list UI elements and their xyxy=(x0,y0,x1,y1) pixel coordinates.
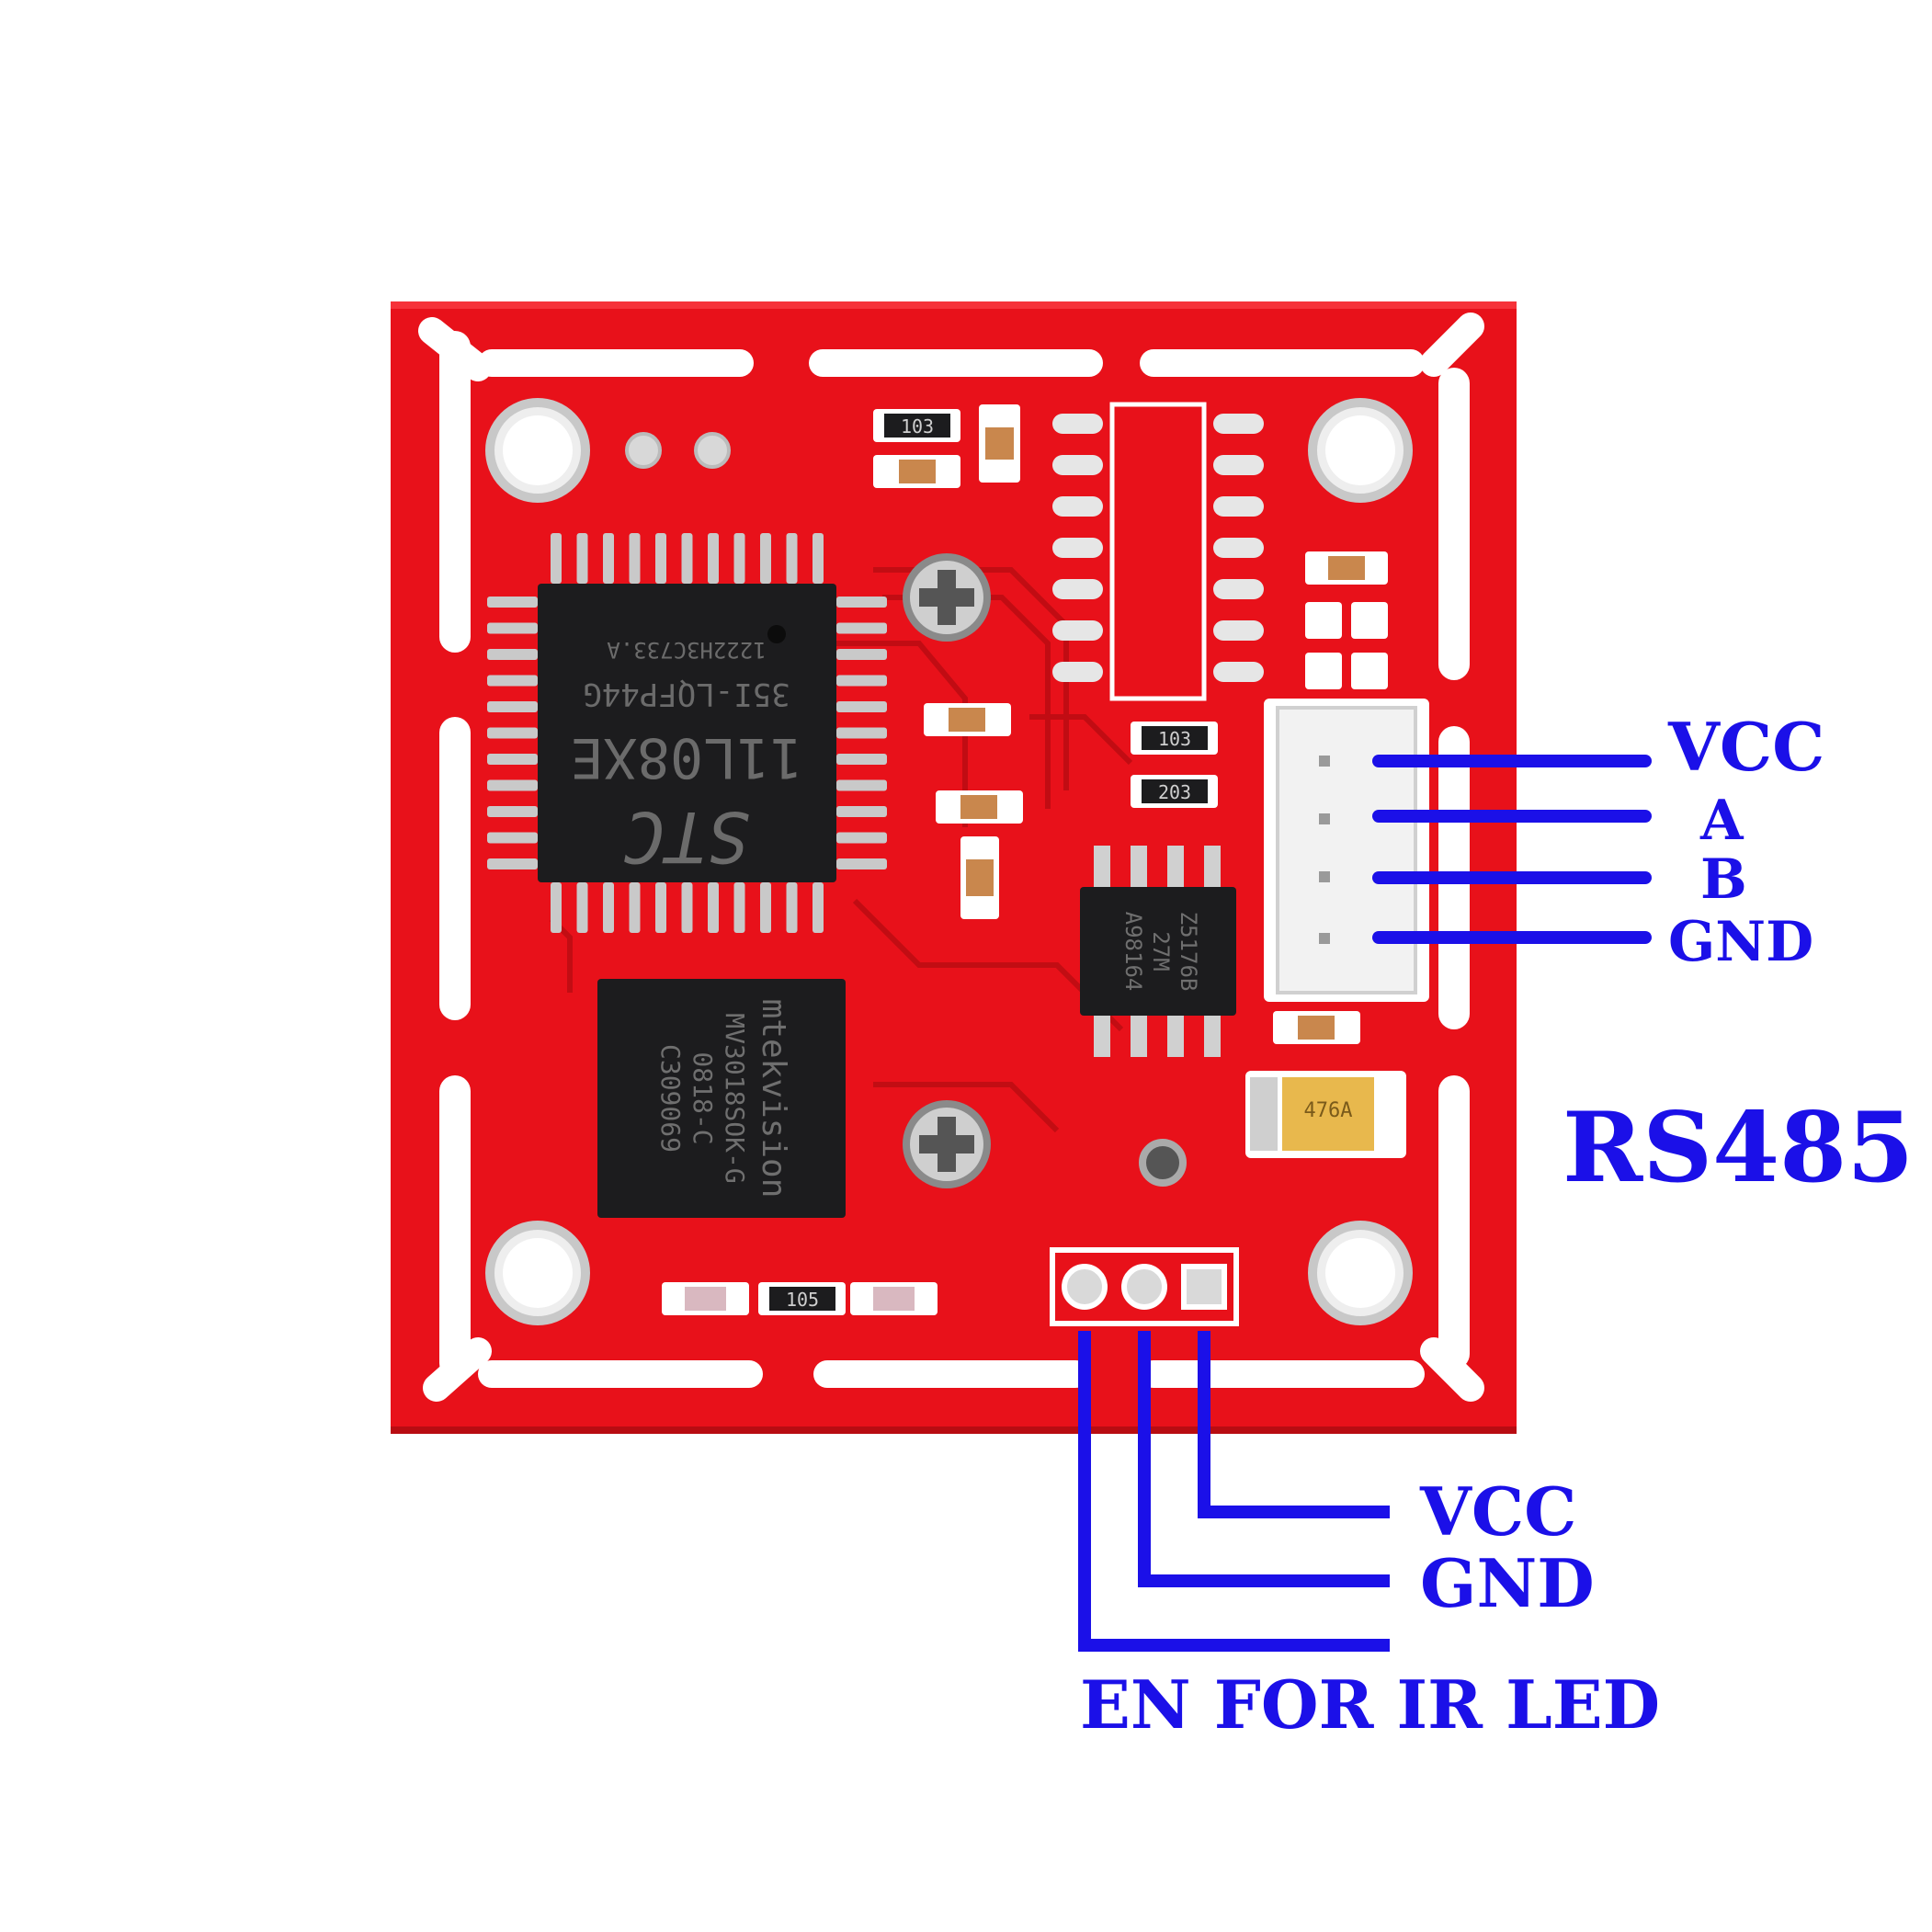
mcu-pin xyxy=(836,806,887,817)
ir-annotation-lines xyxy=(1078,1331,1390,1652)
mcu-pin xyxy=(487,597,538,608)
mcu-pin xyxy=(760,882,771,933)
vias xyxy=(625,432,1187,1187)
mcu-pin xyxy=(836,622,887,634)
mcu-pin xyxy=(487,832,538,844)
mcu-pin xyxy=(836,597,887,608)
mcu-pin xyxy=(813,533,824,584)
screw-top xyxy=(903,553,991,642)
mcu-pin xyxy=(836,858,887,869)
ir-line-en xyxy=(1078,1331,1390,1652)
rs485-pin-label-gnd: GND xyxy=(1668,910,1813,974)
ir-caption: EN FOR IR LED xyxy=(1080,1665,1660,1744)
mcu-pin xyxy=(786,882,798,933)
mcu-pin xyxy=(786,533,798,584)
rs485-transceiver-chip: Z5176B 27M A98164 xyxy=(1080,846,1236,1057)
sensor-line-4: C309069 xyxy=(655,1044,686,1153)
rs485-pin-label-vcc: VCC xyxy=(1667,708,1824,786)
screw-bottom xyxy=(903,1100,991,1188)
mounting-holes xyxy=(485,398,1413,1325)
ir-line-vcc xyxy=(1198,1331,1390,1518)
mcu-pin xyxy=(551,533,562,584)
sensor-line-1: mtekvision xyxy=(755,999,792,1199)
image-sensor-chip: mtekvision MV3018SOK-G 0818-C C309069 xyxy=(597,979,846,1218)
ir-pin-label-gnd: GND xyxy=(1420,1544,1595,1622)
mcu-pin xyxy=(813,882,824,933)
ir-pin-header xyxy=(1050,1247,1239,1326)
mcu-pin xyxy=(487,701,538,712)
ir-line-gnd xyxy=(1138,1331,1390,1587)
mcu-pin xyxy=(655,533,666,584)
mcu-line-2: 11L08XE xyxy=(571,725,803,790)
mcu-line-4: 1222H3C733.A xyxy=(607,637,767,663)
ir-pin-label-vcc: VCC xyxy=(1419,1472,1576,1551)
mcu-pin xyxy=(576,882,588,933)
rs485-connector xyxy=(1264,699,1429,1002)
transceiver-line-1: Z5176B xyxy=(1176,912,1201,992)
mcu-pin xyxy=(681,533,693,584)
mcu-pin xyxy=(487,727,538,739)
transceiver-line-2: 27M xyxy=(1148,931,1174,971)
rs485-pin-label-b: B xyxy=(1700,847,1747,912)
rs485-labels: VCC A B GND RS485 xyxy=(1563,708,1914,1204)
mcu-line-3: 35I-LQFP44G xyxy=(583,676,790,712)
mcu-pin xyxy=(733,882,745,933)
resistor-mid-1-label: 103 xyxy=(1158,728,1191,750)
tantalum-label: 476A xyxy=(1304,1099,1353,1122)
transceiver-line-3: A98164 xyxy=(1120,912,1146,992)
mcu-pin xyxy=(487,779,538,791)
mcu-pin xyxy=(708,533,719,584)
mcu-pin xyxy=(836,727,887,739)
mcu-pin xyxy=(551,882,562,933)
mcu-chip: STC 11L08XE 35I-LQFP44G 1222H3C733.A xyxy=(487,533,887,933)
mcu-pin xyxy=(487,622,538,634)
silkscreen-frame xyxy=(439,331,1470,1388)
mcu-pin xyxy=(836,675,887,687)
resistor-bottom-label: 105 xyxy=(786,1289,819,1311)
ir-labels: VCC GND EN FOR IR LED xyxy=(1080,1472,1660,1744)
mcu-pin xyxy=(603,533,614,584)
resistor-mid-2-label: 203 xyxy=(1158,781,1191,803)
mcu-pin xyxy=(708,882,719,933)
mcu-pin xyxy=(760,533,771,584)
mcu-line-1: STC xyxy=(623,796,749,878)
mcu-pin xyxy=(836,701,887,712)
mcu-pin xyxy=(733,533,745,584)
mcu-pin xyxy=(487,806,538,817)
mcu-pin xyxy=(629,882,641,933)
mcu-pin xyxy=(576,533,588,584)
mcu-pin xyxy=(603,882,614,933)
rs485-pin-label-a: A xyxy=(1699,789,1744,853)
mcu-pin xyxy=(655,882,666,933)
mcu-pin xyxy=(629,533,641,584)
mcu-pin xyxy=(487,649,538,660)
mcu-pin xyxy=(836,754,887,765)
mcu-pin xyxy=(487,675,538,687)
resistor-top-label: 103 xyxy=(901,415,934,438)
top-ic-footprint xyxy=(1052,402,1264,701)
mcu-pin xyxy=(681,882,693,933)
smd-components: 103 103 203 476A xyxy=(662,404,1406,1315)
mcu-pin xyxy=(487,754,538,765)
mcu-pin xyxy=(487,858,538,869)
mcu-pin xyxy=(836,832,887,844)
mcu-pin xyxy=(836,649,887,660)
mcu-pin xyxy=(836,779,887,791)
rs485-title: RS485 xyxy=(1563,1090,1914,1204)
sensor-line-3: 0818-C xyxy=(688,1051,718,1144)
sensor-line-2: MV3018SOK-G xyxy=(720,1013,750,1183)
rs485-annotation-lines xyxy=(1372,755,1652,944)
